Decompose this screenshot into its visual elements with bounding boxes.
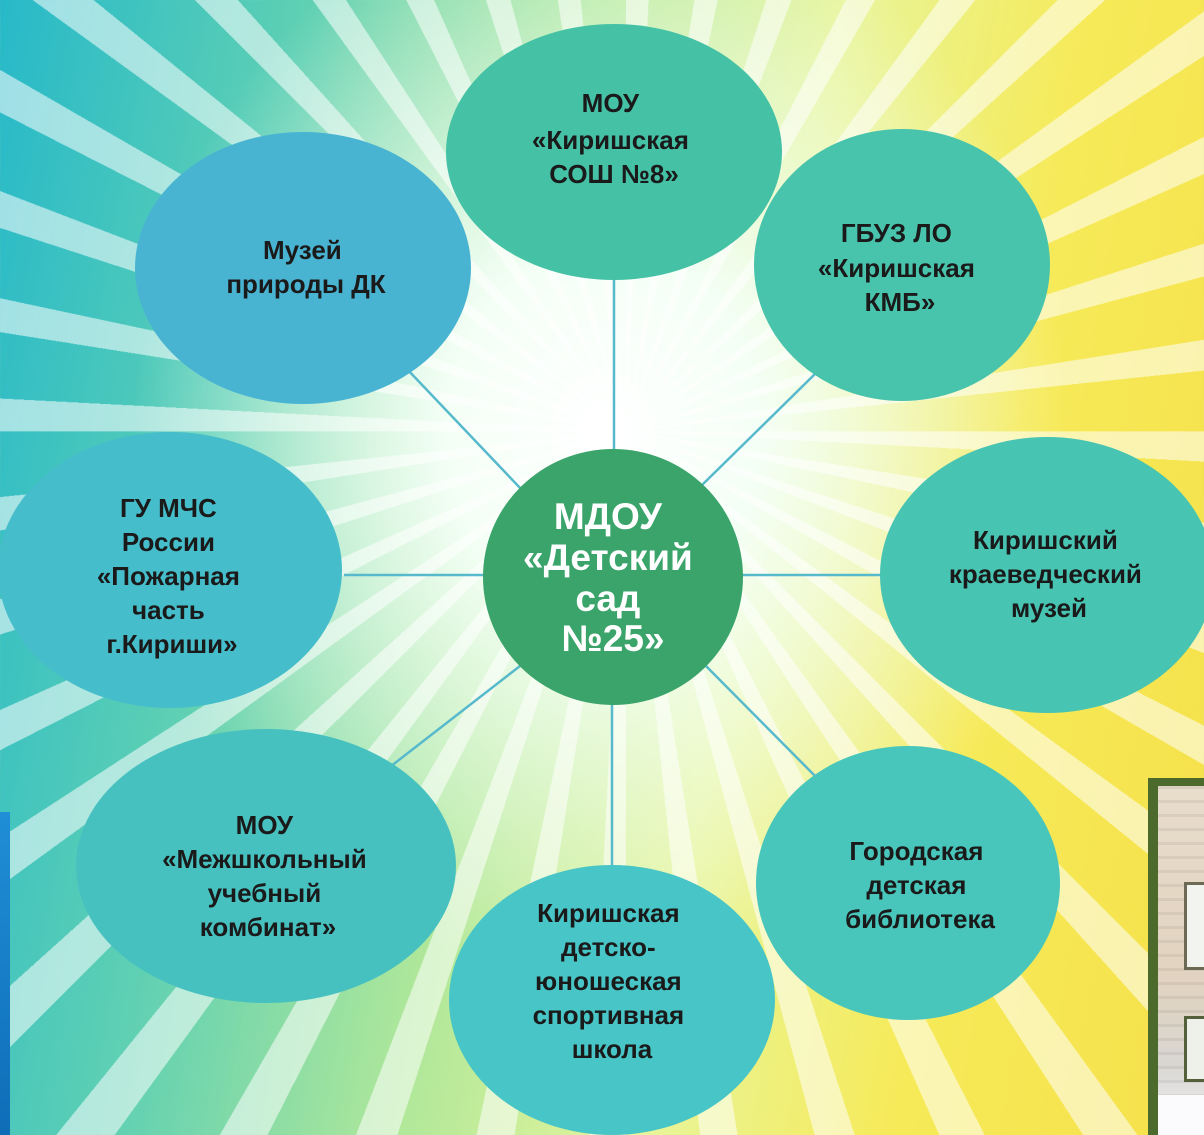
svg-text:МОУ «Межшкольный у: МОУ «Межшкольный учебный комбинат» (162, 810, 374, 942)
node-label-line: России (122, 527, 215, 557)
svg-text:Киришская детско-: Киришская детско- юношеская спортивная ш… (533, 898, 692, 1064)
node-sports-school: Киришская детско- юношеская спортивная ш… (449, 865, 775, 1135)
node-label-line: «Межшкольный (162, 844, 367, 874)
node-label-line: комбинат» (200, 912, 337, 942)
center-label-line: МДОУ (554, 496, 663, 537)
node-label-line: МОУ (236, 810, 294, 840)
photo-window (1184, 882, 1204, 970)
connectors (344, 258, 882, 880)
blue-side-panel (0, 812, 10, 1135)
node-label-line: «Пожарная (97, 561, 240, 591)
node-ellipse (446, 24, 782, 280)
node-label-line: спортивная (533, 1000, 685, 1030)
connector-library (705, 665, 823, 784)
svg-text:Киришский краеведческий: Киришский краеведческий музей (949, 525, 1149, 623)
photo-window (1184, 1016, 1204, 1082)
node-label-line: музей (1011, 593, 1087, 623)
node-nature-museum: Музей природы ДК (135, 132, 471, 404)
connector-muzei (405, 367, 523, 491)
node-label-line: г.Кириши» (106, 629, 237, 659)
node-label-line: школа (572, 1034, 653, 1064)
node-label-line: «Киришская (818, 253, 975, 283)
center-label-line: сад (575, 578, 640, 619)
svg-text:ГУ МЧС России «Пож: ГУ МЧС России «Пожарная часть г.Кириши» (97, 493, 247, 659)
center-label-line: №25» (562, 618, 665, 659)
connector-gbuz (699, 372, 817, 488)
node-label-line: Киришский (973, 525, 1118, 555)
node-ellipse (76, 729, 456, 1003)
node-label-line: Музей (263, 235, 342, 265)
node-label-line: МОУ (582, 88, 640, 118)
node-label-line: Киришская (537, 898, 680, 928)
node-label-line: «Киришская (532, 125, 689, 155)
node-kirishi-school-8: МОУ «Киришская СОШ №8» (446, 24, 782, 280)
center-label-line: «Детский (523, 537, 693, 578)
node-ellipse (0, 432, 342, 708)
node-local-history-museum: Киришский краеведческий музей (880, 437, 1204, 713)
node-label-line: библиотека (845, 904, 995, 934)
node-label-line: краеведческий (949, 559, 1142, 589)
node-label-line: детская (866, 870, 966, 900)
node-kirishi-hospital: ГБУЗ ЛО «Киришская КМБ» (754, 129, 1050, 401)
node-label-line: КМБ» (865, 287, 936, 317)
node-label-line: часть (132, 595, 205, 625)
node-ellipse (449, 865, 775, 1135)
photo-snow (1158, 1095, 1204, 1135)
node-ellipse (754, 129, 1050, 401)
node-label-line: природы ДК (226, 269, 385, 299)
svg-text:МОУ «Киришская СОШ: МОУ «Киришская СОШ №8» (532, 88, 696, 189)
node-label-line: детско- (561, 932, 656, 962)
node-children-library: Городская детская библиотека (756, 746, 1060, 1020)
center-ellipse (483, 449, 743, 705)
svg-text:ГБУЗ ЛО «Киришская: ГБУЗ ЛО «Киришская КМБ» (818, 218, 982, 317)
center-node-kindergarten-25: МДОУ «Детский сад №25» (483, 449, 743, 705)
node-interschool-training-center: МОУ «Межшкольный учебный комбинат» (76, 729, 456, 1003)
node-label-line: юношеская (535, 966, 682, 996)
node-label-line: Городская (849, 836, 983, 866)
node-label-line: ГУ МЧС (120, 493, 217, 523)
svg-text:Городская детская: Городская детская библиотека (845, 836, 995, 934)
svg-text:Музей природы ДК: Музей природы ДК (226, 235, 385, 299)
building-photo (1148, 778, 1204, 1135)
node-label-line: ГБУЗ ЛО (841, 218, 952, 248)
node-ellipse (880, 437, 1204, 713)
node-label-line: СОШ №8» (549, 159, 679, 189)
node-ellipse (756, 746, 1060, 1020)
node-ellipse (135, 132, 471, 404)
node-label-line: учебный (208, 878, 322, 908)
connector-ukk (385, 665, 521, 771)
node-fire-station: ГУ МЧС России «Пожарная часть г.Кириши» (0, 432, 342, 708)
svg-text:МДОУ «Детский сад: МДОУ «Детский сад №25» (523, 496, 703, 659)
